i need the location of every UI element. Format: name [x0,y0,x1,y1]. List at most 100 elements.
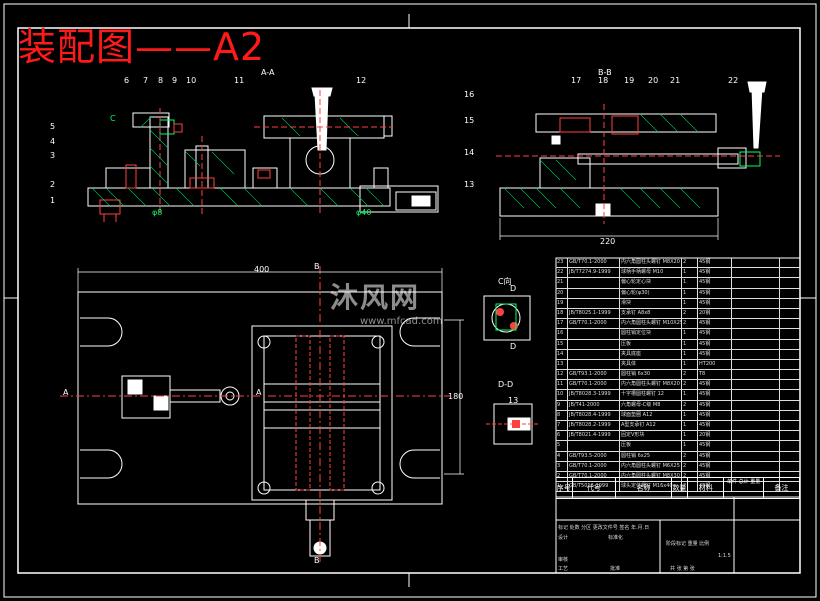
view-label-bb: B-B [598,68,612,77]
arrow-d-top: D [510,284,517,293]
bom-cell [732,400,780,410]
bom-cell [732,329,780,339]
bom-cell: 2 [556,471,568,482]
bom-cell: 45钢 [698,451,732,461]
balloon: 5 [50,122,56,131]
bom-cell: 13 [556,359,568,370]
bom-cell: T8 [698,370,732,380]
bom-cell: 内六角圆柱头螺钉 M8X30 [620,471,682,482]
bom-cell [732,380,780,390]
bom-cell: GB/T70.1-2000 [568,471,620,482]
bom-cell: 固定V形块 [620,431,682,441]
balloon: 22 [728,76,739,85]
bom-cell: 45钢 [698,400,732,410]
bom-cell: 45钢 [698,390,732,400]
arrow-a-left: A [63,388,69,397]
bom-cell: 2 [682,380,698,390]
bom-cell: 夹具底座 [620,349,682,359]
bom-cell: JB/T8028.4-1999 [568,410,620,420]
bom-cell [732,278,780,288]
bom-cell: 8 [556,410,568,420]
bom-cell: 45钢 [698,329,732,339]
plan-dims [77,268,464,475]
arrow-a-right: A [256,388,262,397]
bom-cell: 4 [556,451,568,461]
bom-cell: JB/T8025.1-1999 [568,308,620,319]
bom-cell: GB/T70.1-2000 [568,380,620,390]
tb-approve: 批准 [610,566,621,572]
bom-cell: 六角螺母-C级 M8 [620,400,682,410]
bom-cell: 6 [556,431,568,441]
bom-cell [568,349,620,359]
plan-view [60,266,450,564]
bom-cell: 45钢 [698,339,732,349]
balloon: 15 [464,116,475,125]
bom-cell [732,339,780,349]
bom-cell: HT200 [698,359,732,370]
balloon: 12 [356,76,367,85]
bom-cell [732,349,780,359]
bom-cell: 2 [682,451,698,461]
bom-cell: 1 [682,421,698,431]
arrow-b-bottom: B [314,556,320,565]
view-label-dd: D-D [498,380,514,389]
arrow-b-top: B [314,262,320,271]
tb-sheets: 共 张 第 张 [670,566,695,572]
tb-standard: 标准化 [608,535,624,541]
bom-cell: 球面垫圈 A12 [620,410,682,420]
bom-cell: 内六角圆柱头螺钉 M6X25 [620,461,682,471]
bom-cell: 45钢 [698,349,732,359]
bom-cell: 2 [682,461,698,471]
arrow-d-bottom: D [510,342,517,351]
bom-cell: 45钢 [698,319,732,329]
tb-stage: 阶段标记 重量 比例 [666,541,710,547]
balloon: 7 [143,76,149,85]
dim-dia-mid: φ40 [356,208,372,217]
bom-cell: 2 [682,319,698,329]
bom-cell: 1 [682,410,698,420]
bom-cell: 9 [556,400,568,410]
bom-cell [568,278,620,288]
bom-cell: 2 [682,482,698,492]
arrow-c: C [110,114,116,123]
bom-cell: 10 [556,390,568,400]
balloon: 16 [464,90,475,99]
bom-cell [732,410,780,420]
bom-cell: GB/T70.1-2000 [568,461,620,471]
bom-cell: JB/T41-2000 [568,400,620,410]
view-label-aa: A-A [261,68,275,77]
tb-scale: 1:1.5 [718,553,731,559]
bom-cell: 支承钉 A8x8 [620,308,682,319]
bom-cell: GB/T93.5-2000 [568,451,620,461]
tb-revision: 标记 处数 分区 更改文件号 签名 年.月.日 [558,525,650,531]
bom-cell: 圆柱销 6x30 [620,370,682,380]
balloon: 17 [571,76,582,85]
watermark-url: www.mfcad.com [360,316,443,327]
bom-cell: 1 [556,482,568,492]
dim-dd: 13 [508,396,519,405]
bom-cell: A型支承钉 A12 [620,421,682,431]
bom-grid [555,257,801,574]
bom-cell: 23 [556,258,568,268]
bom-cell: 20钢 [698,431,732,441]
bom-cell [732,268,780,278]
bom-header-cell: 序号 [556,478,573,498]
bom-cell [732,308,780,319]
bom-cell: 19 [556,298,568,308]
bom-cell [568,359,620,370]
bom-cell: 内六角圆柱头螺钉 M8X20 [620,258,682,268]
bom-cell: 17 [556,319,568,329]
bom-cell: GB/T70.1-2000 [568,319,620,329]
bom-cell: 2 [682,370,698,380]
bom-cell: 45钢 [698,421,732,431]
